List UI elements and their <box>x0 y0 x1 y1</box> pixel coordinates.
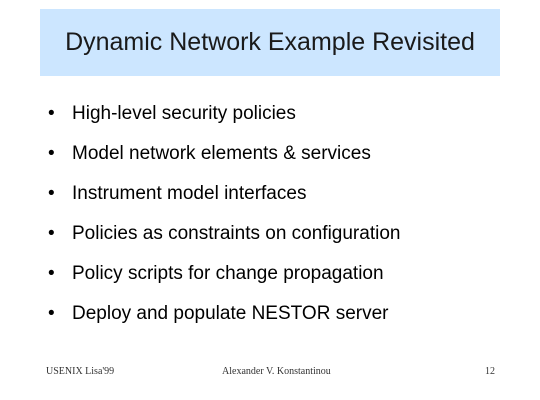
bullet-text: Model network elements & services <box>72 143 371 164</box>
bullet-marker: • <box>48 303 55 324</box>
bullet-marker: • <box>48 103 55 124</box>
bullet-text: Policies as constraints on configuration <box>72 223 401 244</box>
bullet-marker: • <box>48 183 55 204</box>
footer-conference: USENIX Lisa'99 <box>46 366 115 377</box>
bullet-item: • Deploy and populate NESTOR server <box>48 294 400 334</box>
bullet-list: • High-level security policies • Model n… <box>48 94 400 334</box>
bullet-item: • Instrument model interfaces <box>48 174 400 214</box>
slide-title: Dynamic Network Example Revisited <box>65 28 475 56</box>
bullet-marker: • <box>48 263 55 284</box>
bullet-marker: • <box>48 143 55 164</box>
footer-author: Alexander V. Konstantinou <box>222 366 331 377</box>
bullet-text: Policy scripts for change propagation <box>72 263 384 284</box>
title-banner: Dynamic Network Example Revisited <box>40 9 500 76</box>
bullet-item: • High-level security policies <box>48 94 400 134</box>
bullet-text: Deploy and populate NESTOR server <box>72 303 389 324</box>
footer-page-number: 12 <box>485 366 495 377</box>
bullet-marker: • <box>48 223 55 244</box>
bullet-item: • Policy scripts for change propagation <box>48 254 400 294</box>
bullet-item: • Policies as constraints on configurati… <box>48 214 400 254</box>
bullet-text: High-level security policies <box>72 103 296 124</box>
bullet-text: Instrument model interfaces <box>72 183 307 204</box>
bullet-item: • Model network elements & services <box>48 134 400 174</box>
